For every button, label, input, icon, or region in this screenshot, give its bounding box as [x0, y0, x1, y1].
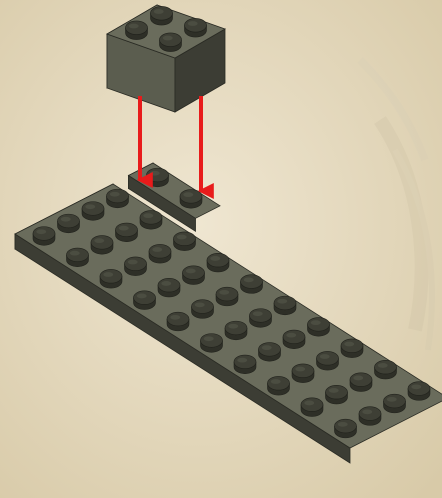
stud [384, 394, 406, 413]
stud [207, 253, 229, 272]
stud [350, 373, 372, 392]
stud [408, 382, 430, 401]
stud [359, 407, 381, 426]
stud [234, 355, 256, 374]
stud [116, 223, 138, 242]
stud [140, 211, 162, 230]
stud [183, 266, 205, 285]
stud [185, 18, 207, 37]
stud [317, 351, 339, 370]
stud [268, 376, 290, 395]
stud [147, 168, 169, 187]
stud [67, 248, 89, 267]
stud [125, 257, 147, 276]
stud [151, 6, 173, 25]
stud [82, 202, 104, 221]
stud [283, 330, 305, 349]
stud [201, 334, 223, 353]
stud [225, 321, 247, 340]
stud [58, 214, 80, 233]
stud [375, 360, 397, 379]
stud [180, 190, 202, 209]
stud [91, 236, 113, 255]
stud [241, 275, 263, 294]
stud [341, 339, 363, 358]
stud [308, 318, 330, 337]
stud [174, 232, 196, 251]
stud [250, 309, 272, 328]
stud [158, 278, 180, 297]
stud [259, 343, 281, 362]
stud [149, 244, 171, 263]
stud [107, 189, 129, 208]
stud [292, 364, 314, 383]
stud [335, 419, 357, 438]
stud [160, 33, 182, 52]
stud [326, 385, 348, 404]
stud [134, 291, 156, 310]
stud [167, 312, 189, 331]
stud [33, 227, 55, 246]
stud [100, 269, 122, 288]
stud [216, 287, 238, 306]
stud [126, 21, 148, 40]
stud [274, 296, 296, 315]
stud [192, 300, 214, 319]
stud [301, 398, 323, 417]
